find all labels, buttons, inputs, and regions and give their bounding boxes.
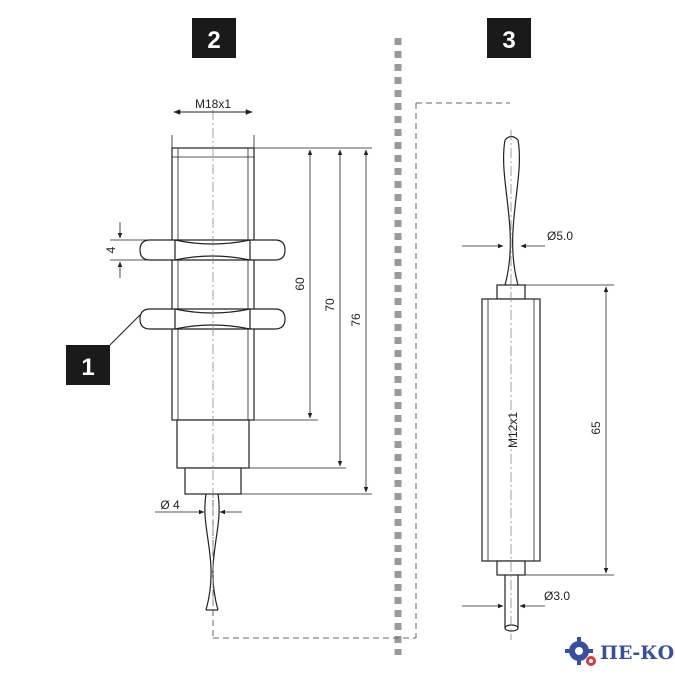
- left-thread-label: M18x1: [195, 97, 231, 111]
- brand-logo: ПЕ-КО: [565, 637, 674, 666]
- right-dim-cable-top: Ø5.0: [462, 229, 573, 249]
- left-nut-top: [139, 239, 286, 261]
- right-cable-bottom: [504, 575, 519, 632]
- badge-3: 3: [487, 18, 531, 58]
- right-cable-bottom-diameter-label: Ø3.0: [544, 589, 570, 603]
- dim-60-label: 60: [293, 277, 307, 291]
- left-nut-bottom: [139, 308, 286, 330]
- badge-1-label: 1: [81, 354, 94, 381]
- left-dim-thread: M18x1: [171, 97, 255, 148]
- left-dim-nut: 4: [104, 222, 150, 278]
- left-cable-diameter-label: Ø 4: [160, 498, 180, 512]
- logo-text: ПЕ-КО: [600, 642, 674, 664]
- dim-70-label: 70: [323, 298, 337, 312]
- small-gear-icon: [586, 656, 596, 666]
- badge-2: 2: [192, 18, 236, 58]
- right-body-length-label: 65: [589, 421, 603, 435]
- badge-1-callout: 1: [66, 314, 141, 385]
- nut-thickness-label: 4: [104, 246, 118, 253]
- right-cable-top-diameter-label: Ø5.0: [547, 229, 573, 243]
- right-thread-label: M12x1: [506, 412, 520, 448]
- badge-2-label: 2: [207, 27, 220, 54]
- callout-leader: [109, 314, 141, 346]
- gear-icon: [565, 637, 593, 665]
- right-dim-body: 65: [525, 284, 614, 576]
- right-cable-top: [502, 135, 521, 286]
- dashed-frame: [212, 102, 510, 639]
- left-cable: [204, 493, 220, 611]
- dim-76-label: 76: [349, 313, 363, 327]
- left-sensor-body: [171, 147, 255, 421]
- right-dim-cable-bottom: Ø3.0: [462, 589, 570, 609]
- badge-3-label: 3: [502, 27, 515, 54]
- left-dim-lengths: 60 70 76: [241, 147, 372, 495]
- left-dim-cable: Ø 4: [155, 498, 242, 515]
